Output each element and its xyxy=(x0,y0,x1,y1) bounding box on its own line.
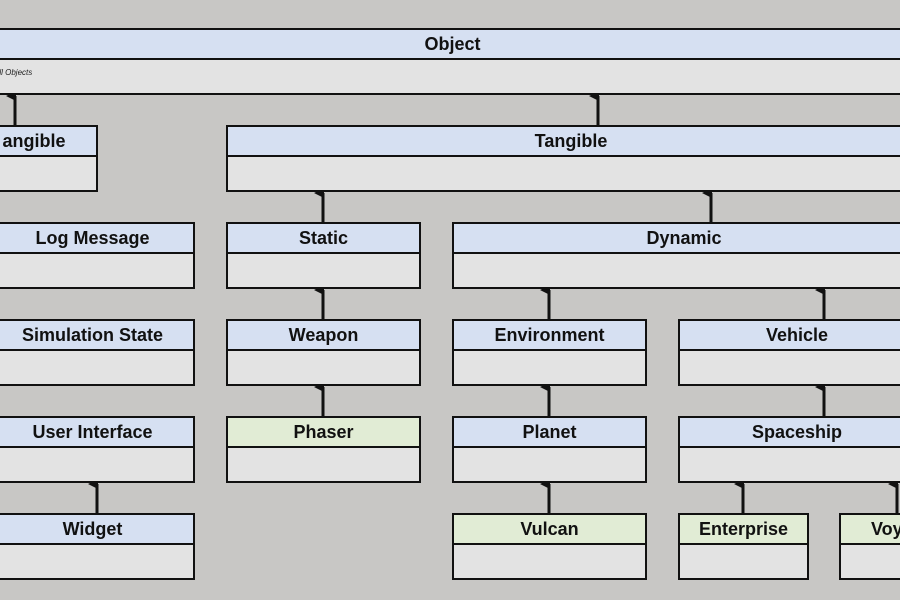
class-voyager-name: Voy xyxy=(841,515,900,545)
class-tangible: Tangible xyxy=(226,125,900,192)
class-dynamic-name: Dynamic xyxy=(454,224,900,254)
class-user-interface-name: User Interface xyxy=(0,418,193,448)
class-environment: Environment xyxy=(452,319,647,386)
class-environment-name: Environment xyxy=(454,321,645,351)
class-vulcan-name: Vulcan xyxy=(454,515,645,545)
class-static-name: Static xyxy=(228,224,419,254)
class-phaser: Phaser xyxy=(226,416,421,483)
class-dynamic: Dynamic xyxy=(452,222,900,289)
class-vehicle-name: Vehicle xyxy=(680,321,900,351)
class-object-name: Object xyxy=(0,30,900,60)
class-static: Static xyxy=(226,222,421,289)
class-object: Object All Objects xyxy=(0,28,900,95)
class-phaser-name: Phaser xyxy=(228,418,419,448)
class-voyager: Voy xyxy=(839,513,900,580)
class-log-message: Log Message xyxy=(0,222,195,289)
class-spaceship: Spaceship xyxy=(678,416,900,483)
class-log-message-name: Log Message xyxy=(0,224,193,254)
class-user-interface: User Interface xyxy=(0,416,195,483)
class-vehicle: Vehicle xyxy=(678,319,900,386)
class-object-note: All Objects xyxy=(0,68,33,77)
class-widget-name: Widget xyxy=(0,515,193,545)
class-planet: Planet xyxy=(452,416,647,483)
class-tangible-name: Tangible xyxy=(228,127,900,157)
class-enterprise-name: Enterprise xyxy=(680,515,807,545)
class-planet-name: Planet xyxy=(454,418,645,448)
class-weapon: Weapon xyxy=(226,319,421,386)
class-enterprise: Enterprise xyxy=(678,513,809,580)
class-simulation-state-name: Simulation State xyxy=(0,321,193,351)
class-weapon-name: Weapon xyxy=(228,321,419,351)
class-spaceship-name: Spaceship xyxy=(680,418,900,448)
class-widget: Widget xyxy=(0,513,195,580)
class-simulation-state: Simulation State xyxy=(0,319,195,386)
class-object-body: All Objects xyxy=(0,60,900,93)
class-intangible-name: angible xyxy=(0,127,96,157)
class-intangible: angible xyxy=(0,125,98,192)
class-vulcan: Vulcan xyxy=(452,513,647,580)
